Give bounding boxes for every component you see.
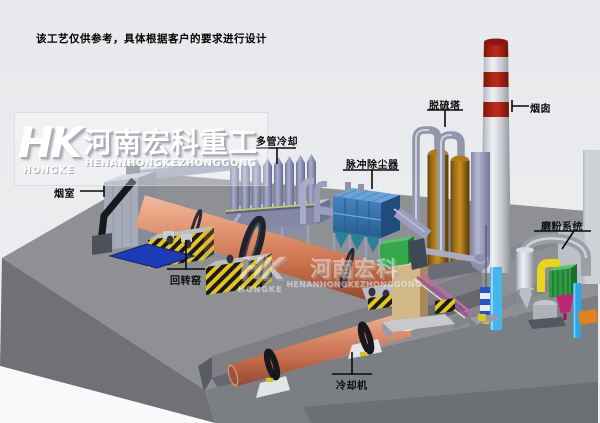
label-multi-tube-cooler: 多管冷却 — [256, 137, 298, 148]
watermark-logo: HK — [18, 118, 83, 168]
pulse-dust-collector — [318, 182, 400, 266]
disclaimer-note: 该工艺仅供参考，具体根据客户的要求进行设计 — [36, 33, 267, 45]
leader-grinding-system — [534, 230, 591, 250]
desulfurization-towers — [412, 126, 478, 280]
leader-rotary-kiln — [167, 240, 205, 270]
chimney-inlet-pipe — [471, 152, 490, 270]
label-smoke-chamber: 烟室 — [54, 189, 75, 200]
collector-outlet-duct — [393, 207, 432, 240]
watermark-panel: HK HONGKE 河南宏科重工 HENANHONGKEZHONGGONG — [14, 112, 268, 186]
watermark-center: HK HONGKE 河南宏科 HENANHONGKEZHONGGONG — [238, 244, 474, 304]
smoke-chamber-duct — [137, 159, 235, 181]
cooler-tubes — [230, 154, 316, 212]
label-rotary-kiln: 回转窑 — [170, 276, 202, 287]
watermark-logo: HK — [239, 251, 284, 287]
leader-desulfurization-tower — [427, 109, 463, 127]
watermark-company-cn: 河南宏科重工 — [83, 126, 258, 159]
kiln-tyre-ring — [339, 247, 355, 289]
kiln-head-assembly — [380, 225, 502, 341]
leader-pulse-dust-collector — [343, 169, 399, 189]
blue-pad — [108, 243, 196, 269]
cooling-machine — [227, 311, 412, 398]
leader-lines — [80, 100, 591, 375]
label-chimney: 烟囱 — [530, 104, 551, 115]
kiln-support-station-3 — [362, 284, 398, 310]
label-cooling-machine: 冷却机 — [336, 381, 368, 392]
multi-tube-cooler — [212, 154, 330, 254]
label-pulse-dust-collector: 脉冲除尘器 — [346, 160, 399, 171]
label-desulfurization-tower: 脱硫塔 — [429, 101, 461, 112]
kiln-head-duct — [419, 247, 475, 262]
pipes-behind-collector — [300, 178, 327, 224]
leader-chimney — [511, 100, 529, 112]
leader-cooling-machine — [332, 352, 372, 375]
kiln-support-pier-2 — [206, 253, 272, 295]
watermark-company-cn: 河南宏科 — [310, 257, 399, 281]
watermark-company-en: HENANHONGKEZHONGGONG — [286, 280, 422, 289]
grinding-system — [514, 233, 598, 338]
leader-smoke-chamber — [80, 185, 105, 197]
watermark-logo-sub: HONGKE — [23, 165, 75, 177]
label-grinding-system: 磨粉系统 — [541, 222, 583, 233]
kiln-head-pier — [435, 298, 455, 314]
leader-multi-tube-cooler — [256, 147, 296, 164]
watermark-company-en: HENANHONGKEZHONGGONG — [84, 158, 257, 169]
watermark-logo-sub: HONGKE — [238, 284, 283, 294]
